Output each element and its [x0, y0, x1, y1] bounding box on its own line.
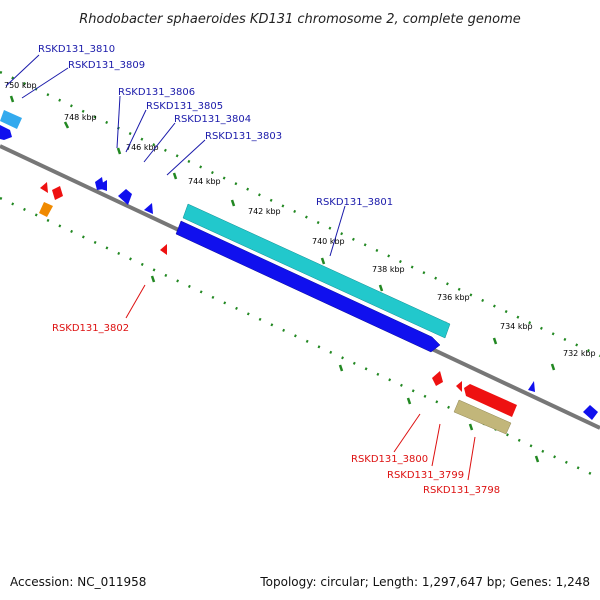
gene-3800-arrow[interactable]	[432, 371, 443, 386]
tick-label-734: 734 kbp	[500, 322, 533, 331]
gene-blue-edge-right[interactable]	[583, 405, 598, 420]
tick-label-744: 744 kbp	[188, 177, 221, 186]
gene-label-3801[interactable]: RSKD131_3801	[316, 197, 393, 208]
map-title: Rhodobacter sphaeroides KD131 chromosome…	[79, 12, 520, 27]
tick-label-748: 748 kbp	[64, 113, 97, 122]
inner-tick-track	[0, 196, 600, 480]
accession-text: Accession: NC_011958	[10, 575, 146, 589]
gene-3802-arrow[interactable]	[160, 244, 167, 255]
gene-label-3799[interactable]: RSKD131_3799	[387, 470, 464, 481]
major-ticks	[9, 95, 556, 463]
gene-3803-arrow[interactable]	[144, 203, 153, 214]
tick-label-740: 740 kbp	[312, 237, 345, 246]
gene-label-3803[interactable]: RSKD131_3803	[205, 131, 282, 142]
gene-3809-arrow[interactable]	[0, 125, 12, 140]
gene-3799-arrow[interactable]	[456, 381, 462, 392]
gene-orange-block[interactable]	[39, 202, 53, 217]
gene-label-3805[interactable]: RSKD131_3805	[146, 101, 223, 112]
plus-leader-lines	[5, 54, 346, 257]
gene-small-blue-right[interactable]	[528, 381, 535, 392]
tick-label-746: 746 kbp	[126, 143, 159, 152]
gene-label-3806[interactable]: RSKD131_3806	[118, 87, 195, 98]
gene-label-3802[interactable]: RSKD131_3802	[52, 323, 129, 334]
gene-red-arrow-left-2[interactable]	[52, 186, 63, 200]
minus-leader-lines	[125, 284, 476, 481]
gene-3810-block[interactable]	[0, 110, 22, 129]
tick-label-736: 736 kbp	[437, 293, 470, 302]
tick-label-742: 742 kbp	[248, 207, 281, 216]
gene-3805-arrow[interactable]	[101, 180, 107, 191]
gene-3799-red-bar[interactable]	[464, 384, 517, 417]
topology-text: Topology: circular; Length: 1,297,647 bp…	[259, 575, 590, 589]
gene-label-3809[interactable]: RSKD131_3809	[68, 60, 145, 71]
gene-label-3800[interactable]: RSKD131_3800	[351, 454, 428, 465]
gene-label-3798[interactable]: RSKD131_3798	[423, 485, 500, 496]
gene-3804-arrow[interactable]	[118, 189, 132, 205]
tick-label-732: 732 kbp	[563, 349, 596, 358]
tick-label-750: 750 kbp	[4, 81, 37, 90]
gene-3801-cyan-bar[interactable]	[182, 203, 451, 339]
gene-3801-blue-arrow[interactable]	[175, 220, 441, 353]
gene-label-3810[interactable]: RSKD131_3810	[38, 44, 115, 55]
tick-label-738: 738 kbp	[372, 265, 405, 274]
gene-label-3804[interactable]: RSKD131_3804	[174, 114, 251, 125]
gene-3798-khaki-bar[interactable]	[453, 399, 512, 435]
gene-red-arrow-left-1[interactable]	[40, 182, 48, 193]
